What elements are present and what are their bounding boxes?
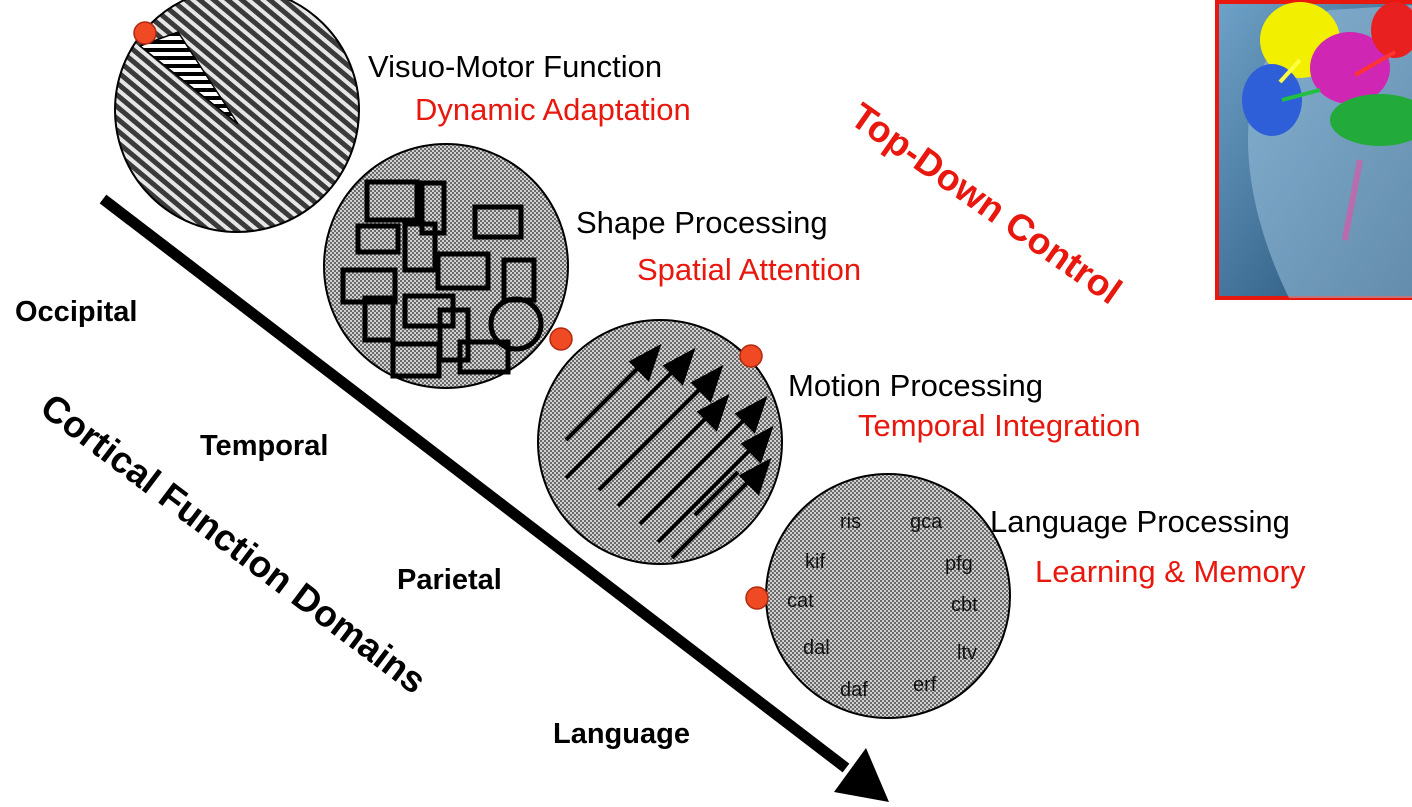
letter-string: erf: [913, 674, 937, 696]
visuo-motor-circle: [114, 0, 360, 233]
panel-subtitle-language: Learning & Memory: [1035, 554, 1306, 589]
letter-string: cat: [787, 590, 814, 612]
panel-subtitle-shape: Spatial Attention: [637, 252, 861, 287]
brain-image: [1215, 0, 1412, 300]
letter-string: daf: [840, 679, 868, 701]
marker-dot: [745, 586, 769, 610]
letter-string: ltv: [957, 642, 977, 664]
letter-string: ris: [840, 511, 861, 533]
letter-string: gca: [910, 511, 943, 533]
marker-dot: [133, 21, 157, 45]
cortical-axis-arrow: [99, 194, 889, 802]
top-down-control-label: Top-Down Control: [843, 95, 1129, 312]
letter-string: kif: [805, 551, 825, 573]
panel-subtitle-motion: Temporal Integration: [858, 408, 1141, 443]
region-label-occipital: Occipital: [15, 296, 138, 328]
region-label-language: Language: [553, 718, 690, 750]
marker-dot: [549, 327, 573, 351]
panel-title-language: Language Processing: [990, 504, 1290, 539]
region-label-temporal: Temporal: [200, 430, 328, 462]
panel-title-shape: Shape Processing: [576, 205, 828, 240]
language-processing-circle: ris gca kif pfg cat cbt dal ltv daf erf: [745, 473, 1011, 719]
letter-string: cbt: [951, 594, 978, 616]
panel-title-motion: Motion Processing: [788, 368, 1043, 403]
letter-string: dal: [803, 637, 830, 659]
motion-processing-circle: [537, 319, 783, 565]
shape-processing-circle: [323, 143, 573, 389]
panel-title-visuo-motor: Visuo-Motor Function: [368, 49, 662, 84]
marker-dot: [739, 344, 763, 368]
letter-string: pfg: [945, 553, 973, 575]
region-label-parietal: Parietal: [397, 564, 502, 596]
panel-subtitle-visuo-motor: Dynamic Adaptation: [415, 92, 691, 127]
